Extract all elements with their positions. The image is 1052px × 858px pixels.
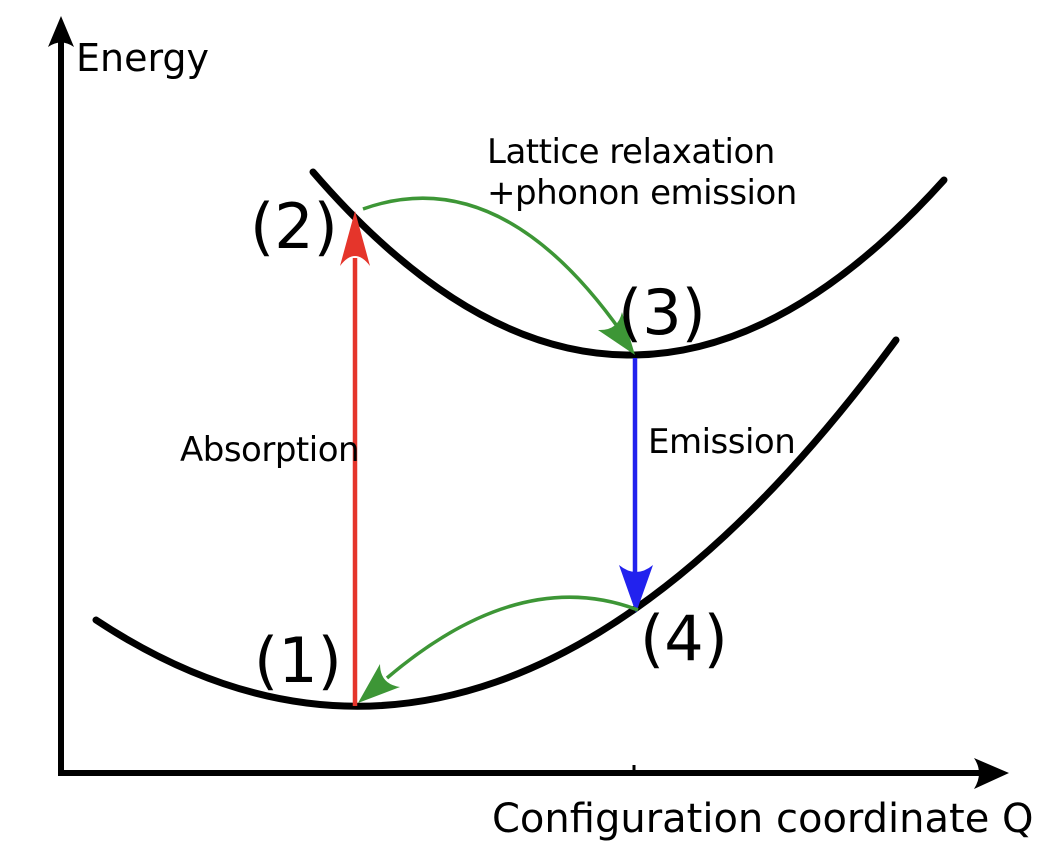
emission-arrowhead-icon bbox=[619, 565, 653, 613]
x-axis-arrowhead-icon bbox=[974, 758, 1009, 789]
relaxation-arrowhead-2-3-icon bbox=[598, 312, 635, 355]
absorption-label: Absorption bbox=[180, 430, 360, 470]
relaxation-annotation-line2: +phonon emission bbox=[487, 173, 797, 214]
point-1-label: (1) bbox=[254, 624, 342, 697]
emission-label: Emission bbox=[648, 422, 796, 462]
y-axis-label: Energy bbox=[76, 36, 210, 80]
relaxation-annotation-line1: Lattice relaxation bbox=[487, 132, 775, 172]
absorption-arrowhead-icon bbox=[340, 211, 370, 266]
ground-state-curve bbox=[92, 336, 900, 710]
relaxation-annotation: Lattice relaxation+phonon emission bbox=[487, 132, 797, 215]
relaxation-arrow-4-1 bbox=[385, 595, 639, 680]
point-4-label: (4) bbox=[640, 602, 728, 675]
relaxation-arrowhead-4-1-icon bbox=[358, 664, 400, 703]
relaxation-arrow-2-3 bbox=[362, 196, 624, 335]
excited-state-curve bbox=[309, 168, 948, 359]
point-3-label: (3) bbox=[618, 276, 706, 349]
x-axis-label: Configuration coordinate Q bbox=[492, 796, 1034, 842]
point-2-label: (2) bbox=[250, 190, 338, 263]
y-axis-arrowhead-icon bbox=[48, 16, 74, 47]
